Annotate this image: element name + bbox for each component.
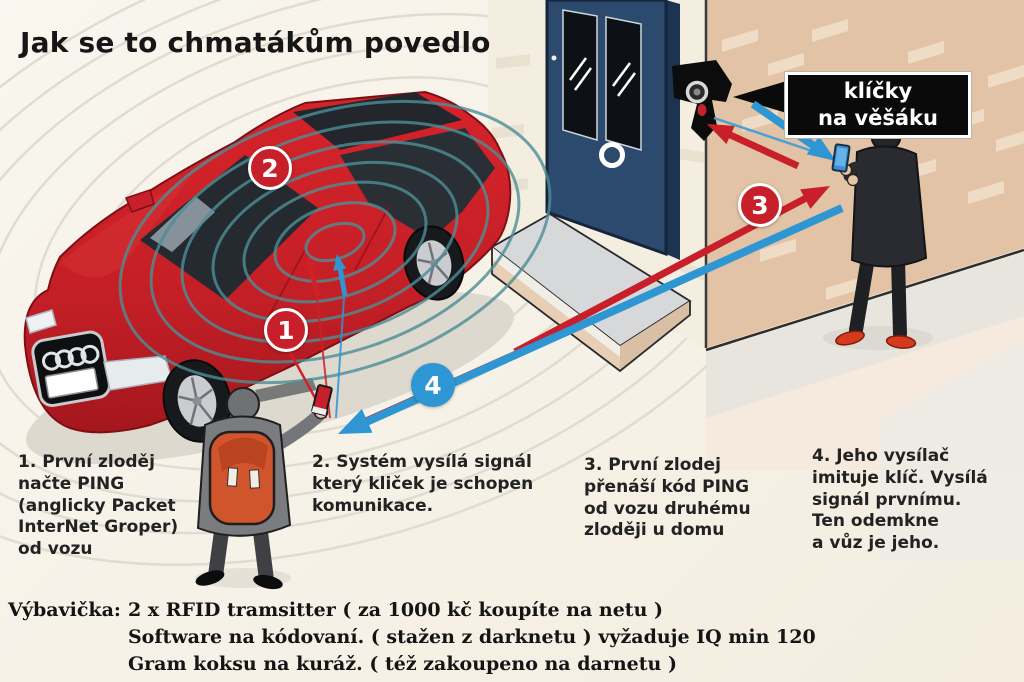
equipment-line: 2 x RFID tramsitter ( za 1000 kč koupíte… — [127, 599, 663, 621]
step-text-line: (anglicky Packet — [18, 495, 176, 516]
step-marker-2: 2 — [248, 146, 292, 190]
keys-callout-line: klíčky — [843, 79, 913, 103]
backpack-strap — [226, 467, 239, 487]
blue-return-arrowhead — [338, 409, 373, 434]
thief2-phone — [831, 143, 851, 173]
backpack-flap — [218, 437, 268, 472]
keys-callout-line: na věšáku — [818, 106, 938, 130]
car-front — [31, 330, 111, 407]
grille — [31, 330, 111, 407]
thief2-torso — [850, 145, 928, 268]
step-marker-4: 4 — [411, 363, 455, 407]
page-title: Jak se to chmatákům povedlo — [20, 26, 491, 59]
step-text-line: načte PING — [18, 473, 125, 494]
thief1-device — [311, 384, 333, 416]
door-handle — [599, 142, 625, 168]
thief2-leg — [891, 253, 907, 341]
thief2-shoe — [835, 330, 865, 346]
key-hanger-icon — [672, 60, 732, 141]
door-window-right — [605, 16, 642, 151]
equipment-line: Software na kódovaní. ( stažen z darknet… — [127, 625, 816, 648]
thief-1 — [195, 384, 333, 590]
thief1-shoe — [195, 570, 225, 586]
step-text-line: signál prvnímu. — [812, 489, 962, 510]
equipment-lines: 2 x RFID tramsitter ( za 1000 kč koupíte… — [128, 597, 816, 678]
audi-rings-icon — [42, 344, 100, 371]
step-text-line: a vůz je jeho. — [812, 533, 940, 553]
thief2-hand — [846, 173, 860, 187]
step-marker-1: 1 — [264, 308, 308, 352]
headlight-left — [25, 309, 57, 334]
step-text-line: 4. Jeho vysílač — [812, 446, 950, 466]
red-relay-arrowhead — [800, 186, 830, 209]
step-text-line: Ten odemkne — [812, 511, 939, 532]
step-text-line: komunikace. — [312, 495, 434, 516]
step-text-line: 3. První zlodej — [584, 455, 721, 475]
thief1-leg — [208, 520, 230, 580]
equipment-label: Výbavička: — [8, 599, 121, 621]
door-jamb — [666, 0, 680, 260]
step-text-line: od vozu — [18, 539, 93, 559]
step-text-line: imituje klíč. Vysílá — [812, 467, 988, 488]
step-text-2: 2. Systém vysílá signál který kliček je … — [312, 452, 533, 517]
door-window-left — [562, 9, 598, 142]
thief1-shoe — [253, 574, 283, 590]
step-text-1: 1. První zloděj načte PING (anglicky Pac… — [18, 452, 178, 561]
door-seams — [267, 204, 391, 319]
step-text-4: 4. Jeho vysílač imituje klíč. Vysílá sig… — [812, 446, 988, 555]
callout-pointer — [733, 80, 790, 114]
step-text-line: který kliček je schopen — [312, 473, 534, 494]
step-text-3: 3. První zlodej přenáší kód PING od vozu… — [584, 455, 751, 542]
roof-panel — [293, 92, 462, 150]
step-text-line: InterNet Groper) — [18, 517, 179, 538]
equipment-line: Gram koksu na kuráž. ( též zakoupeno na … — [127, 652, 677, 675]
thief2-leg — [849, 251, 875, 337]
license-plate — [44, 367, 99, 399]
door — [545, 0, 680, 260]
keys-callout: klíčky na věšáku — [785, 72, 971, 138]
glass-reflections — [568, 57, 637, 97]
key-fob — [697, 104, 707, 116]
backpack-strap — [249, 469, 260, 489]
thin-blue-line-car-device — [335, 297, 345, 419]
fog-light — [255, 378, 317, 402]
step-text-line: od vozu druhému — [584, 498, 751, 519]
windshield-reflection — [150, 196, 215, 252]
step-text-line: zloději u domu — [584, 520, 725, 541]
door-keyhole — [551, 55, 557, 61]
thief1-leg — [252, 520, 274, 584]
thief1-head — [226, 387, 260, 421]
doorstep — [490, 212, 692, 373]
side-mirror — [124, 189, 155, 213]
equipment-note: Výbavička: 2 x RFID tramsitter ( za 1000… — [8, 597, 816, 678]
step-text-line: 1. První zloděj — [18, 452, 155, 472]
red-arrow-to-keys — [724, 129, 800, 170]
thief2-shoe — [885, 335, 917, 349]
step-text-line: 2. Systém vysílá signál — [312, 452, 532, 472]
step-text-line: přenáší kód PING — [584, 476, 750, 497]
step-marker-3: 3 — [738, 183, 782, 227]
